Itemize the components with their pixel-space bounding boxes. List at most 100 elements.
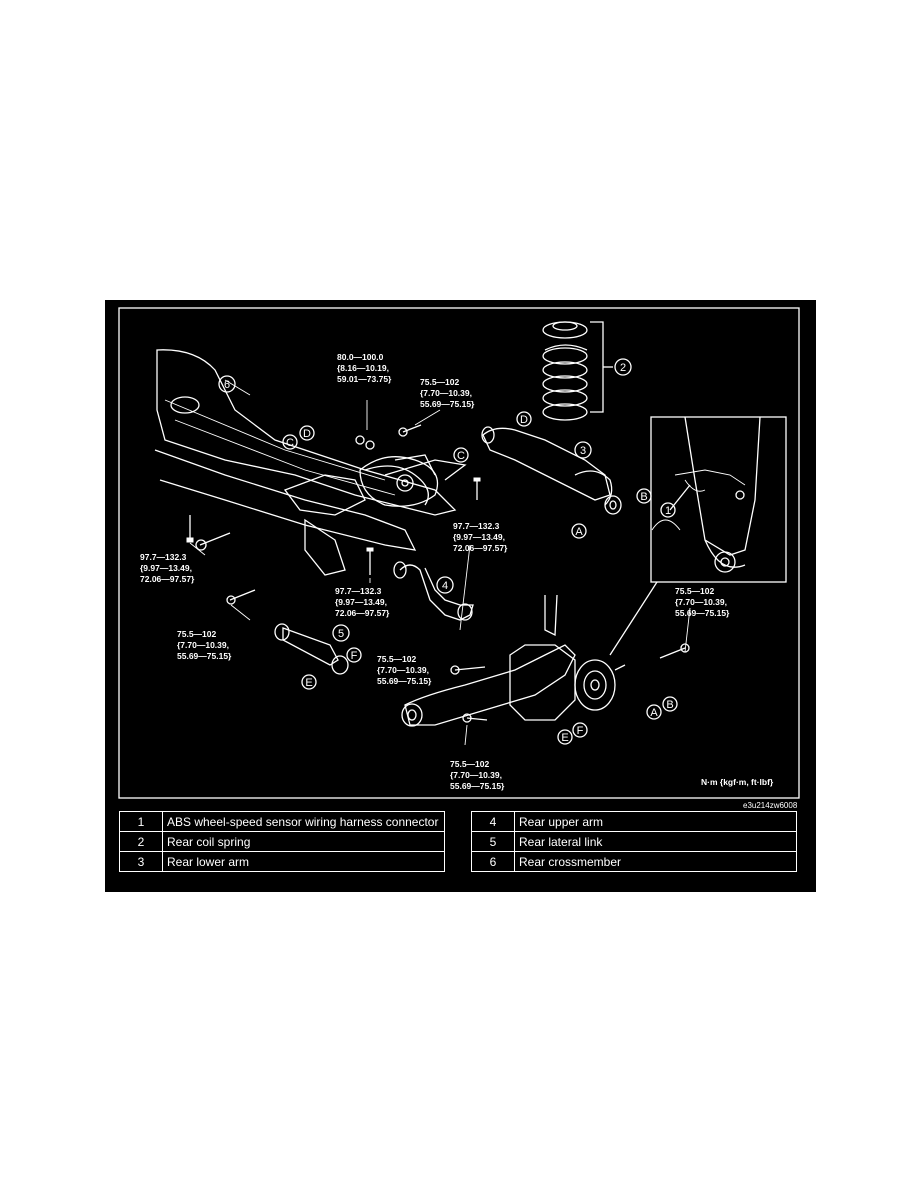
- reference-letters: C D C D B A F E A B E F: [282, 411, 678, 745]
- callout-1: 1: [660, 502, 676, 518]
- legend-name: Rear lower arm: [162, 851, 445, 872]
- callout-3: 3: [574, 441, 592, 459]
- torque-mid-top: 75.5—102 {7.70—10.39, 55.69—75.15}: [420, 377, 475, 409]
- svg-text:1: 1: [665, 505, 671, 517]
- letter-b-hub: B: [662, 696, 678, 712]
- suspension-figure: C D C D B A F E A B E F 6 2 3 4 5 1 80.0…: [105, 300, 816, 892]
- svg-text:{8.16—10.19,: {8.16—10.19,: [337, 363, 389, 373]
- torque-left-low: 75.5—102 {7.70—10.39, 55.69—75.15}: [177, 629, 232, 661]
- svg-text:6: 6: [224, 379, 230, 391]
- letter-a-arm: A: [571, 523, 587, 539]
- svg-text:55.69—75.15}: 55.69—75.15}: [377, 676, 432, 686]
- letter-d-top: D: [299, 425, 315, 441]
- svg-text:55.69—75.15}: 55.69—75.15}: [177, 651, 232, 661]
- torque-center: 97.7—132.3 {9.97—13.49, 72.06—97.57}: [335, 586, 390, 618]
- torque-left: 97.7—132.3 {9.97—13.49, 72.06—97.57}: [140, 552, 195, 584]
- svg-text:5: 5: [338, 628, 344, 640]
- torque-right: 75.5—102 {7.70—10.39, 55.69—75.15}: [675, 586, 730, 618]
- letter-c-top: C: [282, 434, 298, 450]
- svg-text:C: C: [457, 450, 465, 462]
- legend-name: Rear crossmember: [514, 851, 797, 872]
- figure-id: e3u214zw6008: [743, 801, 798, 810]
- svg-text:A: A: [575, 526, 583, 538]
- crossmember-mount: [359, 456, 439, 507]
- svg-text:72.06—97.57}: 72.06—97.57}: [140, 574, 195, 584]
- inset-leader: [609, 581, 658, 656]
- diagram-frame: [118, 307, 800, 799]
- svg-text:75.5—102: 75.5—102: [420, 377, 459, 387]
- letter-f-bottom: F: [572, 722, 588, 738]
- rear-lateral-link: [274, 623, 349, 675]
- svg-text:{7.70—10.39,: {7.70—10.39,: [420, 388, 472, 398]
- letter-d-arm: D: [516, 411, 532, 427]
- torque-bottom: 75.5—102 {7.70—10.39, 55.69—75.15}: [450, 759, 505, 791]
- svg-text:75.5—102: 75.5—102: [675, 586, 714, 596]
- rear-lower-arm: [481, 426, 622, 515]
- torque-center-low: 75.5—102 {7.70—10.39, 55.69—75.15}: [377, 654, 432, 686]
- part-callouts: 6 2 3 4 5 1: [218, 358, 676, 642]
- rear-crossmember: [154, 349, 467, 576]
- bolts: [186, 424, 690, 723]
- torque-top: 80.0—100.0 {8.16—10.19, 59.01—73.75}: [337, 352, 392, 384]
- rear-coil-spring: [542, 321, 613, 421]
- svg-text:59.01—73.75}: 59.01—73.75}: [337, 374, 392, 384]
- svg-text:{9.97—13.49,: {9.97—13.49,: [453, 532, 505, 542]
- svg-text:{7.70—10.39,: {7.70—10.39,: [377, 665, 429, 675]
- svg-text:55.69—75.15}: 55.69—75.15}: [675, 608, 730, 618]
- svg-text:D: D: [520, 414, 528, 426]
- svg-text:B: B: [666, 699, 673, 711]
- svg-text:72.06—97.57}: 72.06—97.57}: [335, 608, 390, 618]
- svg-text:B: B: [640, 491, 647, 503]
- svg-text:55.69—75.15}: 55.69—75.15}: [420, 399, 475, 409]
- svg-text:E: E: [561, 732, 568, 744]
- svg-text:{7.70—10.39,: {7.70—10.39,: [450, 770, 502, 780]
- svg-text:75.5—102: 75.5—102: [450, 759, 489, 769]
- svg-text:D: D: [303, 428, 311, 440]
- svg-text:{9.97—13.49,: {9.97—13.49,: [140, 563, 192, 573]
- legend-num: 4: [471, 811, 515, 832]
- exploded-diagram: C D C D B A F E A B E F 6 2 3 4 5 1 80.0…: [118, 307, 800, 810]
- legend-num: 6: [471, 851, 515, 872]
- abs-connector-inset: [650, 416, 787, 583]
- legend-num: 1: [119, 811, 163, 832]
- letter-e-link: E: [301, 674, 317, 690]
- callout-6: 6: [218, 375, 236, 393]
- legend-name: ABS wheel-speed sensor wiring harness co…: [162, 811, 445, 832]
- letter-f-link: F: [346, 647, 362, 663]
- rear-upper-arm: [393, 561, 474, 621]
- svg-text:55.69—75.15}: 55.69—75.15}: [450, 781, 505, 791]
- svg-text:{7.70—10.39,: {7.70—10.39,: [675, 597, 727, 607]
- callout-2: 2: [614, 358, 632, 376]
- svg-text:E: E: [305, 677, 312, 689]
- letter-a-hub: A: [646, 704, 662, 720]
- letter-b-arm: B: [636, 488, 652, 504]
- svg-text:80.0—100.0: 80.0—100.0: [337, 352, 384, 362]
- svg-text:72.06—97.57}: 72.06—97.57}: [453, 543, 508, 553]
- legend-num: 5: [471, 831, 515, 852]
- svg-text:75.5—102: 75.5—102: [177, 629, 216, 639]
- legend-name: Rear coil spring: [162, 831, 445, 852]
- legend-num: 3: [119, 851, 163, 872]
- svg-text:C: C: [286, 437, 294, 449]
- callout-4: 4: [436, 576, 454, 594]
- svg-text:A: A: [650, 707, 658, 719]
- svg-text:97.7—132.3: 97.7—132.3: [140, 552, 187, 562]
- svg-text:2: 2: [620, 362, 626, 374]
- svg-text:3: 3: [580, 445, 586, 457]
- svg-text:F: F: [351, 650, 358, 662]
- letter-c-arm: C: [453, 447, 469, 463]
- leader-lines: [189, 379, 691, 746]
- callout-5: 5: [332, 624, 350, 642]
- svg-text:{9.97—13.49,: {9.97—13.49,: [335, 597, 387, 607]
- svg-text:F: F: [577, 725, 584, 737]
- knuckle-hub-assembly: [401, 594, 626, 727]
- unit-note: N·m {kgf·m, ft·lbf}: [701, 777, 774, 787]
- legend-name: Rear lateral link: [514, 831, 797, 852]
- svg-text:97.7—132.3: 97.7—132.3: [335, 586, 382, 596]
